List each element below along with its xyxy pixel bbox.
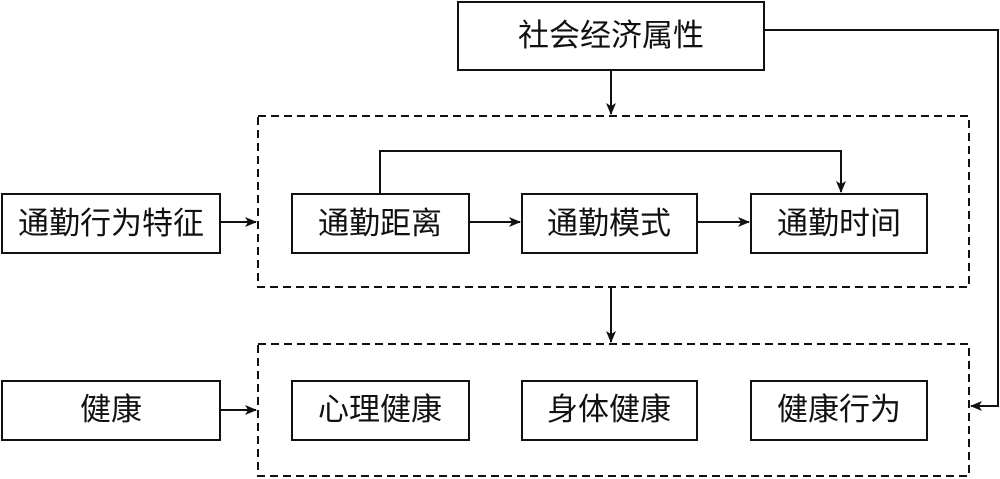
node-physical-health: 身体健康 bbox=[521, 380, 698, 441]
node-health-behavior-label: 健康行为 bbox=[777, 392, 901, 428]
health-group bbox=[257, 343, 970, 477]
arrow-distance-to-time bbox=[379, 150, 846, 194]
node-commute-time: 通勤时间 bbox=[750, 193, 928, 254]
node-socioeconomic-label: 社会经济属性 bbox=[518, 18, 704, 54]
node-commute-time-label: 通勤时间 bbox=[777, 206, 901, 242]
node-commute-behavior-label: 通勤行为特征 bbox=[18, 206, 204, 242]
node-commute-mode-label: 通勤模式 bbox=[547, 206, 671, 242]
commute-group bbox=[257, 115, 970, 288]
node-health-behavior: 健康行为 bbox=[750, 380, 928, 441]
node-commute-mode: 通勤模式 bbox=[521, 193, 698, 254]
node-commute-distance: 通勤距离 bbox=[291, 193, 470, 254]
node-commute-distance-label: 通勤距离 bbox=[318, 206, 442, 242]
arrow-socioeconomic-to-health-group bbox=[764, 29, 999, 411]
node-mental-health: 心理健康 bbox=[291, 380, 470, 441]
node-mental-health-label: 心理健康 bbox=[318, 392, 442, 428]
node-health-label: 健康 bbox=[80, 392, 142, 428]
node-socioeconomic: 社会经济属性 bbox=[457, 1, 765, 71]
node-health: 健康 bbox=[1, 380, 221, 441]
node-physical-health-label: 身体健康 bbox=[547, 392, 671, 428]
node-commute-behavior: 通勤行为特征 bbox=[1, 193, 221, 254]
